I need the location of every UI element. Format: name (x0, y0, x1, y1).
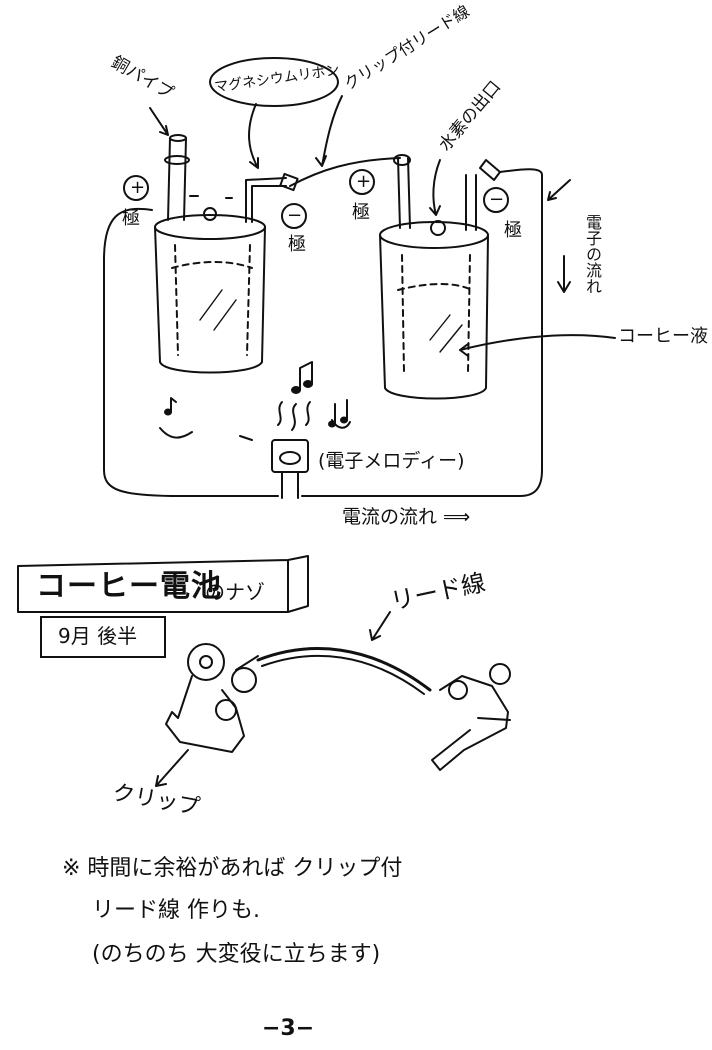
title-sub: のナゾ (205, 580, 265, 604)
magnesium-ribbon-left (245, 172, 299, 223)
arrow-copper (149, 107, 169, 136)
label-melody: (電子メロディー) (318, 450, 465, 472)
middle-wire (289, 157, 401, 187)
date-box (40, 616, 166, 658)
minus-left: − (287, 205, 303, 226)
note-line-3: (のちのち 大変役に立ちます) (92, 942, 381, 967)
note-line-2: リード線 作りも. (92, 898, 260, 923)
plus-left-circle (123, 175, 149, 201)
label-coffee-liquid: コーヒー液 (618, 326, 708, 347)
right-cup (379, 221, 489, 400)
plus-left: + (130, 177, 146, 198)
title-banner (17, 555, 309, 613)
copper-pipe-left (164, 134, 190, 221)
plus-right-circle (349, 169, 375, 195)
date-label: 9月 後半 (58, 624, 138, 648)
pole-right-minus: 極 (504, 220, 522, 241)
label-electron-flow: 電子の流れ (583, 214, 602, 294)
magnesium-ribbon-right (465, 159, 501, 231)
arrow-hydrogen (429, 159, 441, 216)
electron-arrow (557, 255, 571, 293)
circuit-wire (103, 168, 543, 497)
left-cup (154, 214, 266, 374)
minus-right-circle (483, 187, 509, 213)
arrow-coffee (459, 334, 616, 357)
plus-right: + (356, 171, 372, 192)
note-line-1: ※ 時間に余裕があれば クリップ付 (62, 856, 403, 881)
pole-right-plus: 極 (352, 202, 370, 223)
title-main: コーヒー電池 (36, 569, 222, 604)
clip-lead-drawing (155, 611, 511, 787)
label-current-flow: 電流の流れ ⟹ (342, 506, 471, 528)
magnesium-bubble (209, 57, 339, 107)
page-number: −3− (262, 1016, 315, 1041)
melody-box (271, 439, 309, 473)
minus-right: − (489, 189, 505, 210)
pole-left-plus: 極 (122, 208, 140, 229)
arrow-magnesium (248, 103, 259, 169)
music-notes (164, 361, 348, 428)
copper-pipe-right (393, 154, 411, 229)
arrow-lead (315, 95, 343, 167)
minus-left-circle (281, 203, 307, 229)
pole-left-minus: 極 (288, 234, 306, 255)
arrow-wire-right (547, 179, 571, 201)
